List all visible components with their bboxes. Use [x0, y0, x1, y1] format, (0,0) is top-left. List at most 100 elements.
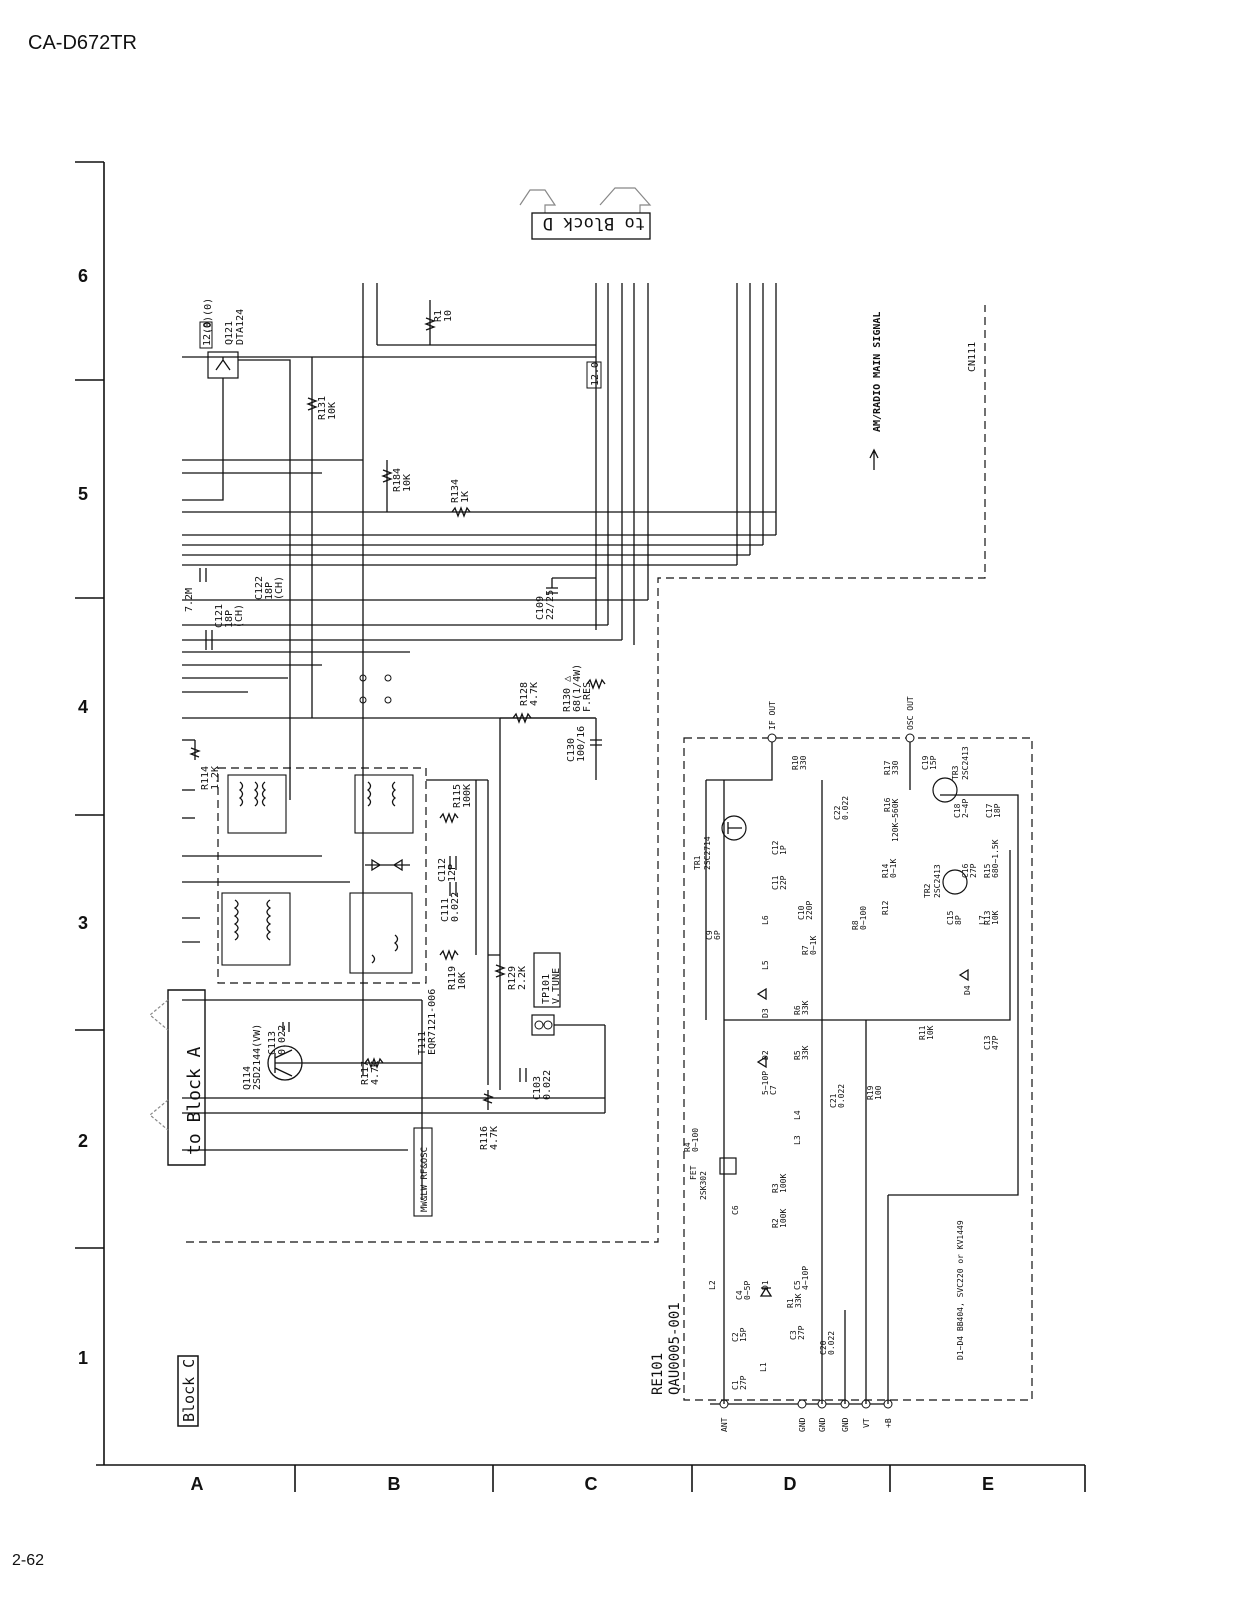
svg-text:4.7K: 4.7K	[529, 682, 540, 706]
svg-text:VT: VT	[862, 1418, 871, 1428]
svg-text:C22: C22	[833, 805, 842, 820]
svg-text:R131: R131	[317, 396, 328, 420]
svg-text:47P: 47P	[991, 1035, 1000, 1050]
svg-text:0.022: 0.022	[542, 1070, 553, 1100]
svg-text:2SC2413: 2SC2413	[933, 864, 942, 898]
svg-text:L3: L3	[793, 1135, 802, 1145]
r114-resistor: R114 1.2K	[189, 740, 221, 790]
svg-text:R15: R15	[983, 863, 992, 878]
svg-text:120K~560K: 120K~560K	[891, 798, 900, 842]
svg-text:R19: R19	[866, 1085, 875, 1100]
t111-transformer: T111 EQR7121-006	[217, 674, 438, 1055]
svg-text:FET: FET	[689, 1165, 698, 1180]
svg-text:R119: R119	[447, 966, 458, 990]
cn111-label: CN111	[967, 342, 978, 372]
grid-frame	[75, 161, 1086, 1492]
svg-text:0~100: 0~100	[691, 1128, 700, 1152]
svg-text:C12: C12	[771, 840, 780, 855]
re101-module: RE101 QAU0005-001 ANT GND GND GND VT +B …	[650, 696, 1033, 1432]
svg-text:IF OUT: IF OUT	[768, 701, 777, 730]
svg-text:2SC2714: 2SC2714	[703, 836, 712, 870]
r130-resistor: R130 △ 68(1/4W) F.RES	[562, 664, 606, 712]
svg-text:C111: C111	[440, 898, 451, 922]
svg-text:R115: R115	[452, 784, 463, 808]
svg-text:18P: 18P	[264, 582, 275, 600]
svg-text:8P: 8P	[954, 915, 963, 925]
svg-text:22/25: 22/25	[545, 590, 556, 620]
svg-text:0.022: 0.022	[837, 1084, 846, 1108]
r134-resistor: R134 1K	[450, 479, 471, 518]
row-label-6: 6	[78, 266, 89, 286]
svg-text:68(1/4W): 68(1/4W)	[572, 664, 583, 712]
svg-text:220P: 220P	[805, 901, 814, 920]
q121-volt-1: (0)(0)	[203, 298, 214, 334]
svg-text:330: 330	[891, 760, 900, 775]
svg-text:TR3: TR3	[951, 765, 960, 780]
tp101-test-point[interactable]: TP101 V.TUNE	[531, 952, 605, 1036]
svg-text:D1: D1	[761, 1280, 770, 1290]
c109-capacitor: C109 22/25	[535, 577, 596, 620]
column-label-c: C	[584, 1474, 598, 1494]
svg-text:R128: R128	[519, 682, 530, 706]
svg-text:15P: 15P	[739, 1327, 748, 1342]
svg-text:1P: 1P	[779, 845, 788, 855]
svg-text:GND: GND	[841, 1417, 850, 1432]
svg-text:18P: 18P	[993, 803, 1002, 818]
column-label-d: D	[783, 1474, 797, 1494]
svg-text:10K: 10K	[926, 1025, 935, 1040]
svg-text:TR1: TR1	[693, 855, 702, 870]
row-label-2: 2	[78, 1131, 89, 1151]
svg-text:680~1.5K: 680~1.5K	[991, 839, 1000, 878]
q121-part: DTA124	[235, 309, 246, 345]
column-label-e: E	[981, 1474, 994, 1494]
svg-text:D1~D4 BB404, SVC220 or KV1449: D1~D4 BB404, SVC220 or KV1449	[956, 1220, 965, 1360]
svg-text:R6: R6	[793, 1005, 802, 1015]
svg-text:RE101: RE101	[650, 1353, 666, 1395]
r128-resistor: R128 4.7K	[500, 682, 596, 724]
svg-text:7.2M: 7.2M	[184, 588, 195, 612]
svg-text:0.022: 0.022	[841, 796, 850, 820]
column-label-b: B	[387, 1474, 401, 1494]
svg-text:R116: R116	[479, 1126, 490, 1150]
svg-text:10K: 10K	[327, 402, 338, 420]
svg-text:C2: C2	[731, 1332, 740, 1342]
svg-text:(CH): (CH)	[234, 604, 245, 628]
svg-text:C13: C13	[983, 1035, 992, 1050]
q121-volt-2: 12.0	[202, 322, 213, 346]
svg-text:C20: C20	[819, 1340, 828, 1355]
svg-text:1.2K: 1.2K	[210, 766, 221, 790]
svg-text:R10: R10	[791, 755, 800, 770]
svg-text:D4: D4	[963, 985, 972, 995]
svg-text:C18: C18	[953, 803, 962, 818]
svg-text:R13: R13	[983, 910, 992, 925]
svg-text:T111: T111	[417, 1031, 428, 1055]
r117-c103-r116: R117 4.7K C103 0.022 R116 4.7K	[302, 1057, 553, 1150]
svg-text:22P: 22P	[779, 875, 788, 890]
svg-text:5~10P: 5~10P	[761, 1071, 770, 1095]
svg-text:C5: C5	[793, 1280, 802, 1290]
svg-text:0~5P: 0~5P	[743, 1281, 752, 1300]
to-block-a-arrow[interactable]: to Block A	[149, 989, 206, 1166]
svg-text:330: 330	[799, 755, 808, 770]
svg-text:R12: R12	[881, 900, 890, 915]
signal-legend: AM/RADIO MAIN SIGNAL	[869, 312, 883, 470]
svg-text:2.2K: 2.2K	[517, 966, 528, 990]
row-label-3: 3	[78, 913, 89, 933]
svg-text:GND: GND	[818, 1417, 827, 1432]
svg-text:C7: C7	[769, 1085, 778, 1095]
svg-text:R16: R16	[883, 797, 892, 812]
to-block-d-arrow[interactable]: to Block D	[519, 187, 652, 240]
svg-text:C112: C112	[437, 858, 448, 882]
svg-text:GND: GND	[798, 1417, 807, 1432]
svg-text:L4: L4	[793, 1110, 802, 1120]
svg-text:R11: R11	[918, 1025, 927, 1040]
svg-text:6P: 6P	[713, 930, 722, 940]
svg-text:2SD2144(VW): 2SD2144(VW)	[252, 1024, 263, 1090]
svg-text:MW&LW RF&OSC: MW&LW RF&OSC	[420, 1147, 430, 1212]
q121-ref: Q121	[224, 321, 235, 345]
svg-text:4.7K: 4.7K	[370, 1061, 381, 1085]
svg-text:2SC2413: 2SC2413	[961, 746, 970, 780]
q114-transistor: Q114 2SD2144(VW) C113 0.022	[242, 1022, 303, 1090]
column-label-a: A	[190, 1474, 204, 1494]
svg-text:100K: 100K	[779, 1209, 788, 1228]
